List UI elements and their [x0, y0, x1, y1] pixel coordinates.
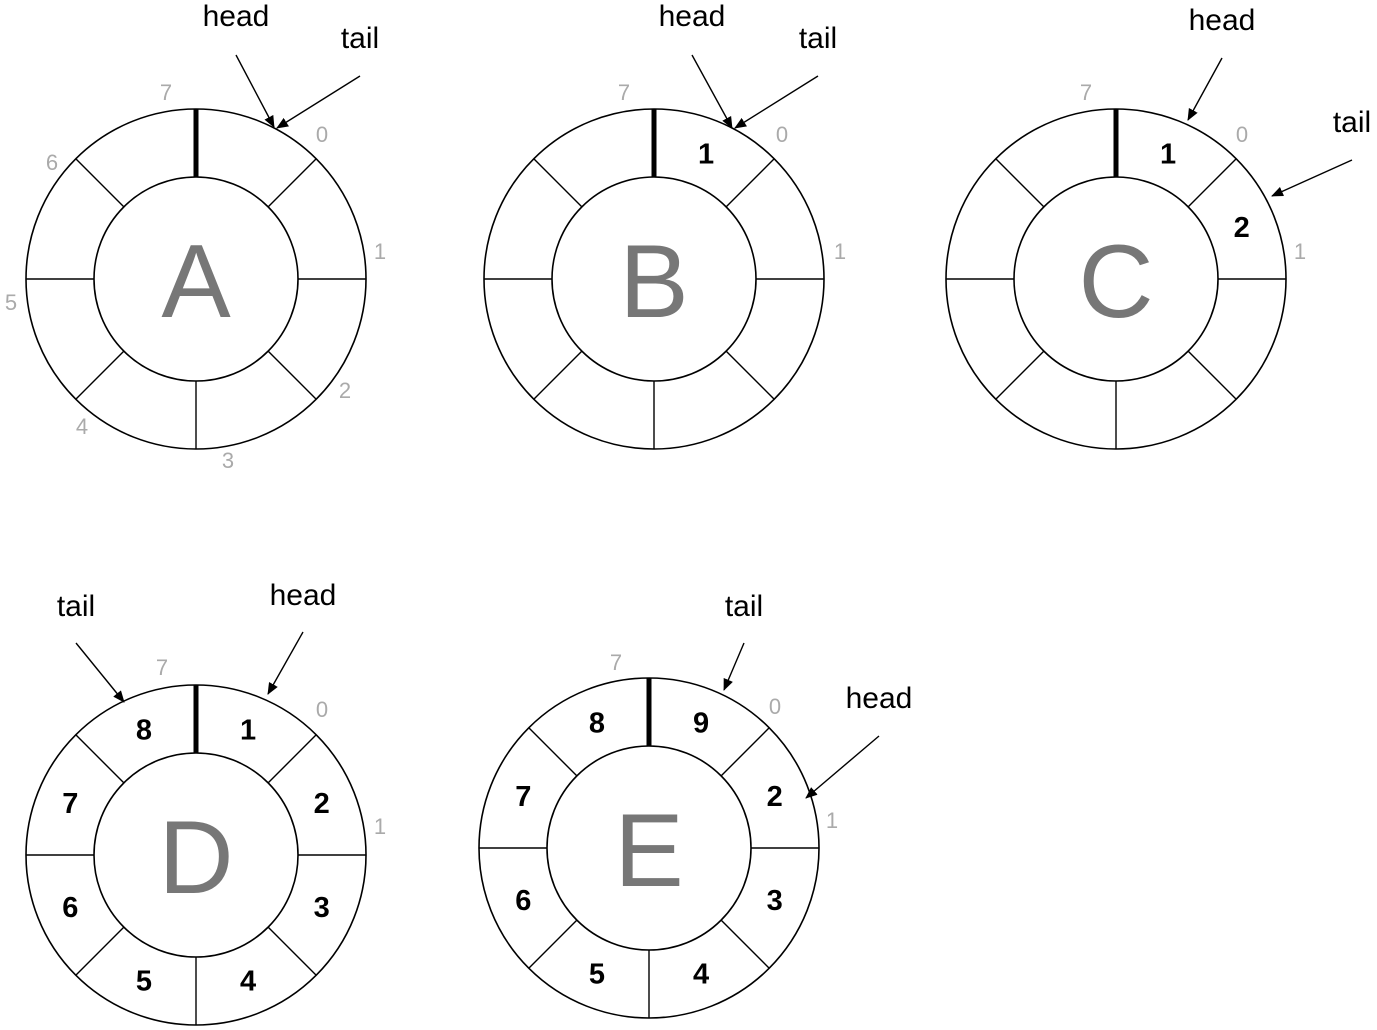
slot-index-label: 1 — [374, 814, 386, 839]
slot-value: 5 — [136, 966, 152, 998]
buffer-letter: B — [619, 224, 688, 340]
slot-value: 1 — [240, 714, 256, 746]
slot-value: 6 — [62, 892, 78, 924]
slot-index-label: 7 — [618, 80, 630, 105]
slot-divider — [267, 926, 317, 976]
slot-divider — [533, 350, 583, 400]
head-pointer-arrow — [267, 631, 304, 695]
slot-index-label: 0 — [316, 122, 328, 147]
tail-pointer-label: tail — [725, 590, 763, 623]
tail-pointer-label: tail — [799, 22, 837, 55]
slot-divider — [75, 926, 125, 976]
tail-pointer-arrow — [1271, 159, 1353, 197]
slot-index-label: 5 — [5, 290, 17, 315]
tail-pointer-label: tail — [1333, 106, 1371, 139]
buffer-letter: D — [158, 800, 233, 916]
slot-index-label: 7 — [156, 655, 168, 680]
slot-divider — [528, 727, 578, 777]
slot-divider — [528, 919, 578, 969]
slot-index-label: 1 — [826, 808, 838, 833]
tail-pointer-arrow — [734, 75, 819, 129]
slot-divider — [75, 158, 125, 208]
slot-index-label: 0 — [316, 697, 328, 722]
slot-divider — [1187, 158, 1237, 208]
slot-index-label: 2 — [339, 378, 351, 403]
ring-buffer-e: E 9 2 3 4 5 6 7 8 0 1 7 tail head — [478, 590, 913, 1019]
slot-divider — [75, 734, 125, 784]
slot-divider — [267, 158, 317, 208]
slot-divider — [720, 919, 770, 969]
slot-value: 5 — [589, 959, 605, 991]
ring-buffer-c: C 1 2 0 1 7 head tail — [945, 4, 1371, 450]
head-pointer-label: head — [270, 579, 337, 612]
slot-divider — [75, 350, 125, 400]
tail-pointer-arrow — [75, 642, 125, 703]
head-pointer-label: head — [1189, 4, 1256, 37]
ring-buffer-d: D 1 2 3 4 5 6 7 8 0 1 7 tail head — [25, 579, 386, 1026]
slot-value: 8 — [589, 707, 605, 739]
slot-divider — [720, 727, 770, 777]
slot-index-label: 0 — [776, 122, 788, 147]
slot-divider — [725, 350, 775, 400]
slot-value: 6 — [515, 885, 531, 917]
slot-index-label: 1 — [374, 239, 386, 264]
slot-index-label: 0 — [769, 694, 781, 719]
slot-value: 3 — [314, 892, 330, 924]
tail-pointer-arrow — [723, 642, 745, 691]
slot-index-label: 1 — [834, 239, 846, 264]
slot-value: 3 — [767, 885, 783, 917]
head-pointer-arrow — [691, 54, 733, 129]
head-pointer-arrow — [1187, 57, 1223, 121]
tail-pointer-label: tail — [57, 590, 95, 623]
slot-divider — [267, 734, 317, 784]
slot-value: 4 — [693, 959, 709, 991]
slot-divider — [995, 350, 1045, 400]
buffer-letter: A — [161, 224, 231, 340]
ring-buffer-b: B 1 0 1 7 head tail — [483, 0, 846, 450]
slot-index-label: 7 — [160, 80, 172, 105]
buffer-letter: C — [1078, 224, 1153, 340]
slot-value: 2 — [767, 781, 783, 813]
slot-value: 2 — [1234, 212, 1250, 244]
slot-value: 1 — [698, 138, 714, 170]
head-pointer-arrow — [805, 735, 880, 799]
slot-value: 9 — [693, 707, 709, 739]
slot-index-label: 4 — [76, 414, 88, 439]
slot-divider — [1187, 350, 1237, 400]
head-pointer-label: head — [203, 0, 270, 33]
slot-value: 4 — [240, 966, 256, 998]
slot-index-label: 0 — [1236, 122, 1248, 147]
slot-divider — [267, 350, 317, 400]
slot-value: 7 — [515, 781, 531, 813]
slot-index-label: 6 — [46, 150, 58, 175]
slot-value: 8 — [136, 714, 152, 746]
slot-divider — [995, 158, 1045, 208]
slot-divider — [725, 158, 775, 208]
slot-divider — [533, 158, 583, 208]
tail-pointer-arrow — [276, 75, 361, 129]
slot-value: 7 — [62, 788, 78, 820]
tail-pointer-label: tail — [341, 22, 379, 55]
head-pointer-label: head — [846, 682, 913, 715]
slot-index-label: 3 — [222, 448, 234, 473]
slot-index-label: 1 — [1294, 239, 1306, 264]
slot-index-label: 7 — [1080, 80, 1092, 105]
ring-buffer-a: A 0 1 2 3 4 5 6 7 head tail — [5, 0, 386, 473]
buffer-letter: E — [614, 793, 683, 909]
slot-index-label: 7 — [610, 650, 622, 675]
head-pointer-arrow — [235, 54, 275, 128]
slot-value: 1 — [1160, 138, 1176, 170]
slot-value: 2 — [314, 788, 330, 820]
head-pointer-label: head — [659, 0, 726, 33]
